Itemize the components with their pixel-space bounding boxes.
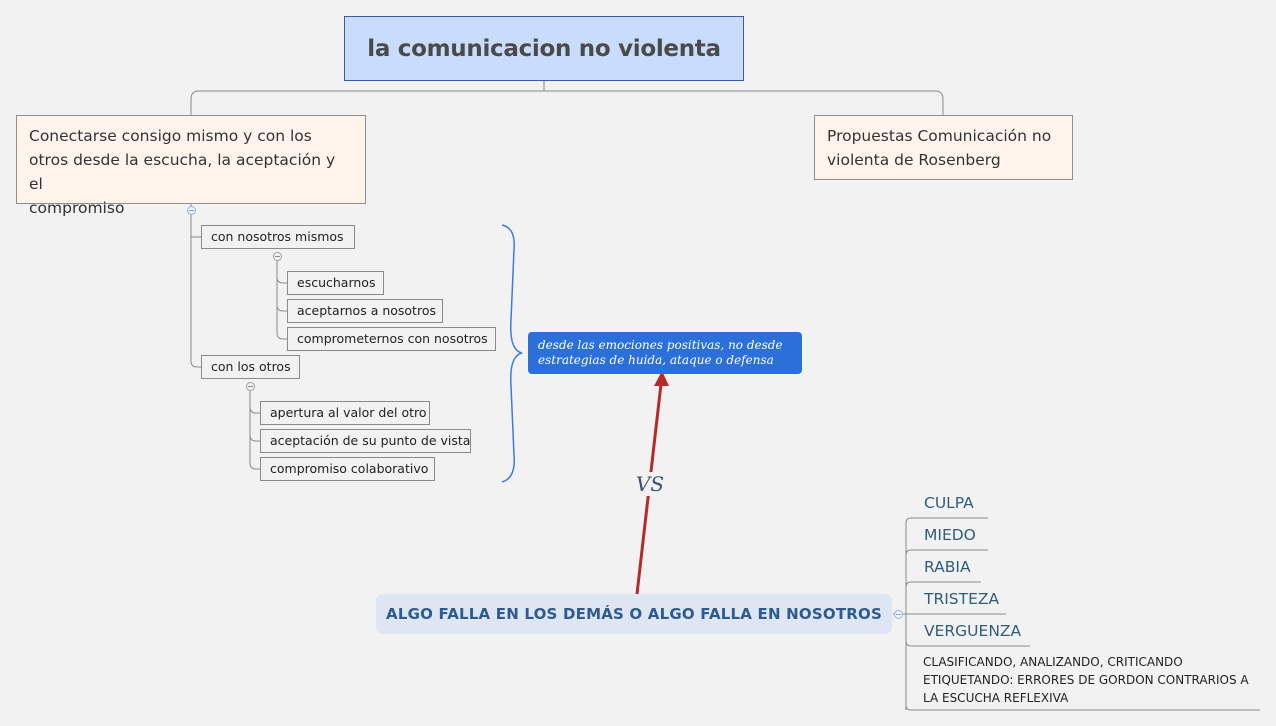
subtopic-comprometernos[interactable]: comprometernos con nosotros [287, 327, 496, 351]
subtopic-compromiso-colaborativo[interactable]: compromiso colaborativo [260, 457, 435, 481]
subtopic-con-nosotros-mismos[interactable]: con nosotros mismos [201, 225, 355, 249]
collapse-toggle-icon[interactable] [273, 252, 282, 261]
main-topic-line: Propuestas Comunicación no [827, 127, 1052, 145]
subtopic-con-los-otros[interactable]: con los otros [201, 355, 300, 379]
emotion-miedo[interactable]: MIEDO [924, 526, 976, 544]
floating-topic[interactable]: ALGO FALLA EN LOS DEMÁS O ALGO FALLA EN … [376, 594, 892, 634]
subtopic-label: apertura al valor del otro [270, 405, 427, 420]
summary-line: desde las emociones positivas, no desde [538, 338, 783, 352]
subtopic-label: con los otros [211, 359, 291, 374]
subtopic-errores-gordon[interactable]: CLASIFICANDO, ANALIZANDO, CRITICANDO ETI… [923, 653, 1263, 707]
summary-brace [501, 224, 523, 483]
gordon-line: CLASIFICANDO, ANALIZANDO, CRITICANDO [923, 655, 1183, 669]
subtopic-label: compromiso colaborativo [270, 461, 429, 476]
main-topic-conectarse[interactable]: Conectarse consigo mismo y con los otros… [16, 115, 366, 217]
summary-line: estrategias de huida, ataque o defensa [538, 353, 774, 367]
gordon-line: LA ESCUCHA REFLEXIVA [923, 691, 1069, 705]
main-topic-line: violenta de Rosenberg [827, 151, 1001, 169]
subtopic-label: aceptarnos a nosotros [297, 303, 436, 318]
subtopic-aceptarnos[interactable]: aceptarnos a nosotros [287, 299, 443, 323]
main-topic-line: compromiso [29, 199, 125, 217]
relationship-label[interactable]: VS [635, 472, 665, 496]
main-topic-propuestas[interactable]: Propuestas Comunicación no violenta de R… [814, 115, 1073, 180]
central-topic-label: la comunicacion no violenta [367, 35, 721, 62]
emotion-verguenza[interactable]: VERGUENZA [924, 622, 1022, 640]
collapse-toggle-icon[interactable] [246, 382, 255, 391]
collapse-toggle-icon[interactable] [187, 206, 196, 215]
gordon-line: ETIQUETANDO: ERRORES DE GORDON CONTRARIO… [923, 673, 1249, 687]
floating-topic-label: ALGO FALLA EN LOS DEMÁS O ALGO FALLA EN … [386, 605, 882, 623]
summary-callout[interactable]: desde las emociones positivas, no desde … [528, 332, 802, 374]
emotion-rabia[interactable]: RABIA [924, 558, 971, 576]
subtopic-apertura[interactable]: apertura al valor del otro [260, 401, 430, 425]
collapse-toggle-icon[interactable] [894, 610, 903, 619]
subtopic-label: con nosotros mismos [211, 229, 344, 244]
subtopic-label: aceptación de su punto de vista [270, 433, 471, 448]
emotion-tristeza[interactable]: TRISTEZA [924, 590, 1000, 608]
subtopic-aceptacion[interactable]: aceptación de su punto de vista [260, 429, 471, 453]
central-topic[interactable]: la comunicacion no violenta [344, 16, 744, 81]
subtopic-escucharnos[interactable]: escucharnos [287, 271, 384, 295]
main-topic-line: Conectarse consigo mismo y con los [29, 127, 312, 145]
main-topic-line: otros desde la escucha, la aceptación y … [29, 151, 336, 193]
subtopic-label: escucharnos [297, 275, 376, 290]
subtopic-label: comprometernos con nosotros [297, 331, 488, 346]
emotion-culpa[interactable]: CULPA [924, 494, 974, 512]
